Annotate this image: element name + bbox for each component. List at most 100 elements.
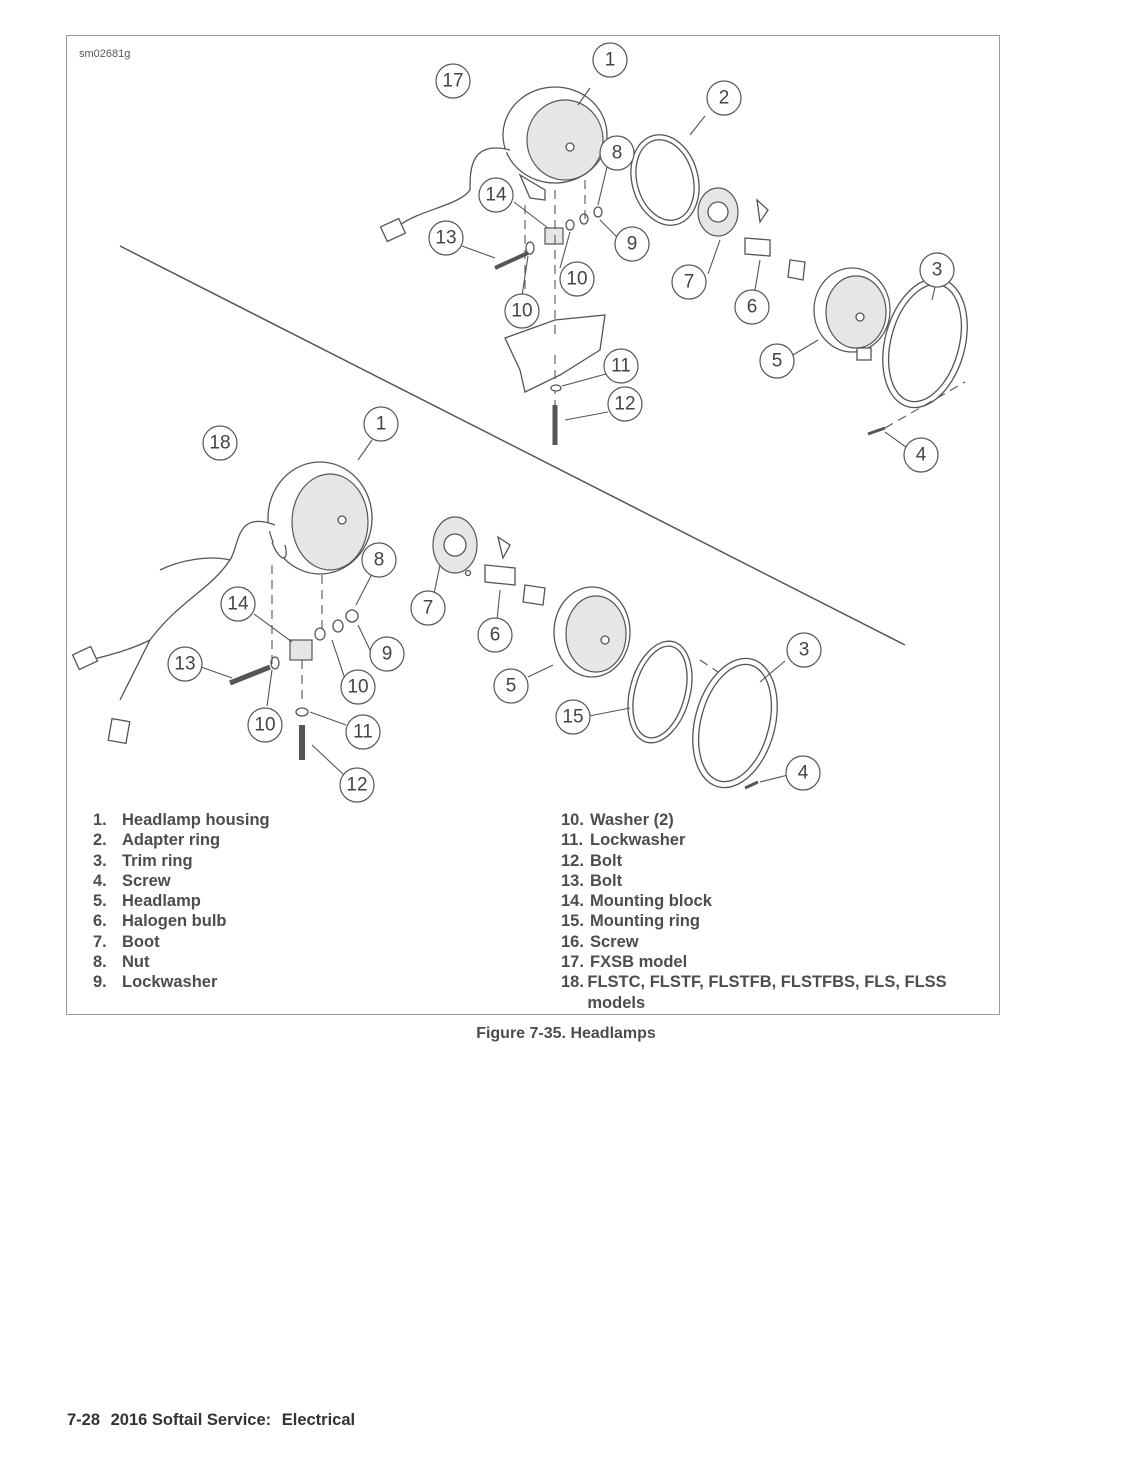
legend-item: 18.FLSTC, FLSTF, FLSTFB, FLSTFBS, FLS, F…	[561, 973, 947, 1012]
lower-headlamp-housing	[267, 461, 373, 575]
callout-upper-9: 9	[614, 226, 650, 262]
legend-item: 4.Screw	[93, 871, 171, 890]
svg-text:5: 5	[506, 676, 517, 697]
svg-text:4: 4	[798, 763, 809, 784]
legend-item: 3.Trim ring	[93, 851, 193, 870]
svg-text:11: 11	[611, 356, 631, 377]
legend-item: 12.Bolt	[561, 851, 623, 870]
legend-item: 5.Headlamp	[93, 892, 201, 911]
lower-mounting-block	[289, 639, 313, 661]
callout-lower-8: 8	[361, 542, 397, 578]
svg-text:1: 1	[605, 50, 616, 71]
svg-text:10: 10	[254, 715, 275, 736]
callout-lower-3: 3	[786, 632, 822, 668]
svg-text:18: 18	[209, 433, 230, 454]
upper-headlamp-housing	[502, 86, 608, 201]
legend-left-column: 1.Headlamp housing 2.Adapter ring 3.Trim…	[93, 810, 270, 993]
svg-text:6: 6	[747, 297, 758, 318]
callout-upper-2: 2	[706, 80, 742, 116]
legend-item: 9.Lockwasher	[93, 973, 218, 992]
svg-text:11: 11	[353, 722, 373, 743]
upper-assembly	[379, 86, 968, 451]
svg-text:15: 15	[562, 707, 583, 728]
legend-item: 7.Boot	[93, 932, 160, 951]
legend-item: 15.Mounting ring	[561, 912, 700, 931]
callout-lower-14: 14	[220, 586, 256, 622]
callout-upper-12: 12	[607, 386, 643, 422]
callout-lower-7: 7	[410, 590, 446, 626]
legend-right-column: 10.Washer (2) 11.Lockwasher 12.Bolt 13.B…	[561, 810, 971, 1013]
page-footer: 7-28 2016 Softail Service: Electrical	[67, 1411, 361, 1430]
svg-text:3: 3	[799, 640, 810, 661]
callout-upper-10b: 10	[504, 293, 540, 329]
upper-screw	[867, 426, 886, 436]
callout-lower-11: 11	[345, 714, 381, 750]
svg-text:2: 2	[719, 88, 730, 109]
legend-item: 2.Adapter ring	[93, 831, 221, 850]
callout-lower-1: 1	[363, 406, 399, 442]
svg-text:3: 3	[932, 260, 943, 281]
lower-screw	[744, 780, 759, 790]
upper-connector	[379, 217, 407, 243]
lower-connector-1	[71, 645, 99, 671]
figure-id: sm02681g	[79, 48, 131, 60]
svg-text:12: 12	[346, 775, 367, 796]
callout-upper-11: 11	[603, 348, 639, 384]
lower-bulb	[484, 564, 516, 586]
callout-lower-13: 13	[167, 646, 203, 682]
figure-caption: Figure 7-35. Headlamps	[476, 1025, 656, 1042]
figure-frame: sm02681g	[66, 35, 1000, 1015]
legend-item: 11.Lockwasher	[561, 831, 686, 850]
legend-item: 14.Mounting block	[561, 892, 712, 911]
upper-bolt-13	[494, 250, 531, 270]
callout-upper-10a: 10	[559, 261, 595, 297]
svg-text:13: 13	[435, 228, 456, 249]
callout-upper-7: 7	[671, 264, 707, 300]
svg-text:14: 14	[485, 185, 507, 206]
svg-text:7: 7	[684, 272, 695, 293]
svg-text:1: 1	[376, 414, 387, 435]
lower-bolt-13	[229, 664, 271, 686]
callout-upper-3: 3	[919, 252, 955, 288]
legend-item: 16.Screw	[561, 932, 639, 951]
svg-text:12: 12	[614, 394, 635, 415]
svg-text:5: 5	[772, 351, 783, 372]
callouts-lower: 18 1 8 14 7 6 13 9 10 3 5 15 10 11 4 12	[167, 406, 822, 803]
svg-text:10: 10	[347, 677, 368, 698]
callout-upper-8: 8	[599, 135, 635, 171]
callout-upper-14: 14	[478, 177, 514, 213]
callout-upper-4: 4	[903, 437, 939, 473]
legend-item: 8.Nut	[93, 953, 150, 972]
legend-item: 6.Halogen bulb	[93, 912, 227, 931]
callout-upper-13: 13	[428, 220, 464, 256]
svg-text:9: 9	[627, 234, 638, 255]
svg-text:10: 10	[511, 301, 532, 322]
svg-text:10: 10	[566, 269, 587, 290]
callout-lower-18: 18	[202, 425, 238, 461]
callout-lower-5: 5	[493, 668, 529, 704]
callout-upper-5: 5	[759, 343, 795, 379]
callout-lower-6: 6	[477, 617, 513, 653]
svg-text:9: 9	[382, 644, 393, 665]
callout-lower-4: 4	[785, 755, 821, 791]
upper-mounting-block	[544, 227, 564, 245]
upper-bracket	[504, 314, 606, 393]
callout-lower-9: 9	[369, 636, 405, 672]
manual-title: 2016 Softail Service:	[110, 1411, 272, 1429]
legend-item: 13.Bolt	[561, 871, 623, 890]
section-name: Electrical	[281, 1411, 356, 1429]
lower-wiring	[119, 520, 276, 701]
upper-bulb	[744, 237, 771, 257]
svg-text:6: 6	[490, 625, 501, 646]
callout-lower-12: 12	[339, 767, 375, 803]
separator-line	[119, 245, 906, 646]
svg-text:4: 4	[916, 445, 927, 466]
lower-connector-2	[107, 717, 131, 745]
lower-assembly	[71, 439, 789, 790]
svg-text:8: 8	[612, 143, 623, 164]
legend-item: 10.Washer (2)	[561, 811, 674, 829]
callouts-upper: 17 1 2 8 14 13 9 10 10 7 6 3 5 11 12 4	[428, 42, 955, 473]
legend-item: 1.Headlamp housing	[93, 811, 270, 829]
svg-text:13: 13	[174, 654, 195, 675]
callout-upper-1: 1	[592, 42, 628, 78]
